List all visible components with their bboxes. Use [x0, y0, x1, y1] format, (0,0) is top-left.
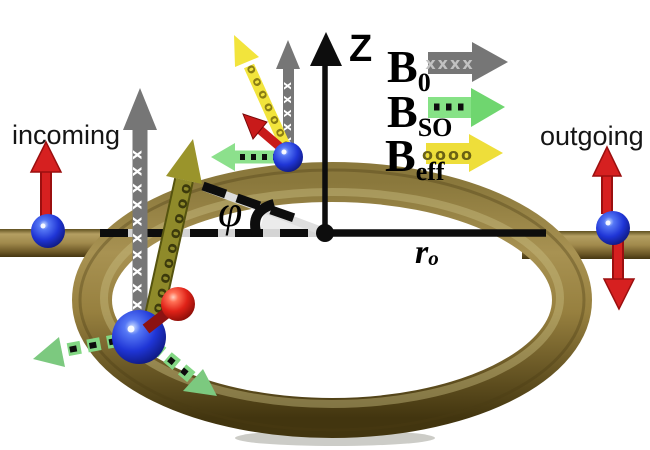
b0-arrow-bottom-pattern: xxxxxxxxxxx: [129, 150, 147, 333]
legend-beff-pattern: oooo: [422, 145, 474, 164]
legend-bso-arrow: [428, 88, 505, 127]
bso-arrow-top-shaft: [233, 150, 285, 164]
outgoing-spin-down-head: [602, 278, 636, 311]
b0-arrow-bottom-head: [123, 88, 157, 130]
legend-b0-head: [472, 42, 508, 82]
beff-arrow-bottom-shaft: [142, 178, 192, 336]
outgoing-electron: [591, 145, 636, 311]
spin-top-head: [242, 113, 268, 140]
radius-label-main: r: [415, 234, 429, 271]
phi-angle-arc: [250, 199, 276, 237]
legend-beff-head: [469, 134, 503, 172]
legend-arrows: xxxx oooo: [422, 42, 508, 172]
bso-arrow-bottom-left: [33, 333, 122, 367]
legend-bso-sub: SO: [417, 113, 453, 142]
incoming-electron-sphere: [31, 214, 65, 248]
bso-left-head: [33, 337, 65, 367]
outgoing-electron-sphere: [596, 211, 630, 245]
b0-arrow-top-head: [276, 40, 300, 69]
electron-on-ring-bottom: xxxxxxxxxxx oooooooooo: [33, 88, 217, 396]
phi-label: φ: [218, 187, 243, 236]
incoming-label: incoming: [12, 120, 121, 150]
legend-beff-shaft: [426, 143, 470, 164]
beff-arrow-top-shaft: [243, 63, 293, 153]
incoming-electron-specular: [40, 223, 46, 229]
legend-bso-head: [471, 88, 505, 127]
legend-b0-pattern: xxxx: [425, 54, 474, 73]
z-axis-label: Z: [349, 28, 373, 70]
b0-arrow-bottom: xxxxxxxxxxx: [123, 88, 157, 336]
electron-on-ring-top: xxxxx ooooooo: [211, 35, 303, 172]
beff-arrow-top-head: [234, 35, 259, 67]
incoming-electron: [29, 140, 65, 248]
ring-tube: [72, 162, 592, 438]
legend-b0-sub: 0: [417, 68, 431, 97]
legend-b0-shaft: [428, 52, 473, 74]
beff-arrow-bottom-head: [166, 139, 202, 184]
outgoing-spin-up-head: [591, 145, 623, 177]
b0-arrow-bottom-shaft: [132, 126, 148, 336]
legend-b0-arrow: xxxx: [425, 42, 508, 82]
b0-arrow-top-shaft: [283, 65, 294, 160]
phi-dashed-ray: [201, 181, 302, 225]
legend-b0-main: B: [387, 41, 418, 92]
spin-bottom-ball: [161, 287, 195, 321]
incoming-spin-head: [29, 140, 63, 173]
spin-bottom-shaft: [142, 307, 172, 334]
legend-beff-main: B: [385, 130, 416, 181]
ring-inner-highlight: [100, 188, 564, 408]
ring-center-dot: [316, 224, 334, 242]
legend-beff-sub: eff: [415, 157, 445, 186]
ring-outer-rim: [78, 168, 586, 432]
quantum-ring: [72, 162, 592, 438]
z-axis-arrowhead: [310, 32, 342, 66]
bso-right-head: [183, 369, 217, 396]
legend-beff-arrow: oooo: [422, 134, 503, 172]
bso-left-black-dashes: [67, 338, 117, 353]
z-axis: [310, 32, 342, 233]
radius-label-sub: o: [428, 246, 439, 270]
electron-sphere-top-specular: [281, 149, 287, 155]
legend-bso-main: B: [387, 86, 418, 137]
electron-sphere-bottom-specular: [127, 325, 135, 333]
spin-arrow-bottom: [142, 287, 195, 334]
outgoing-label: outgoing: [540, 121, 644, 151]
outgoing-electron-specular: [605, 220, 611, 226]
bso-arrow-top-head: [211, 143, 235, 171]
electron-sphere-top: [273, 142, 303, 172]
